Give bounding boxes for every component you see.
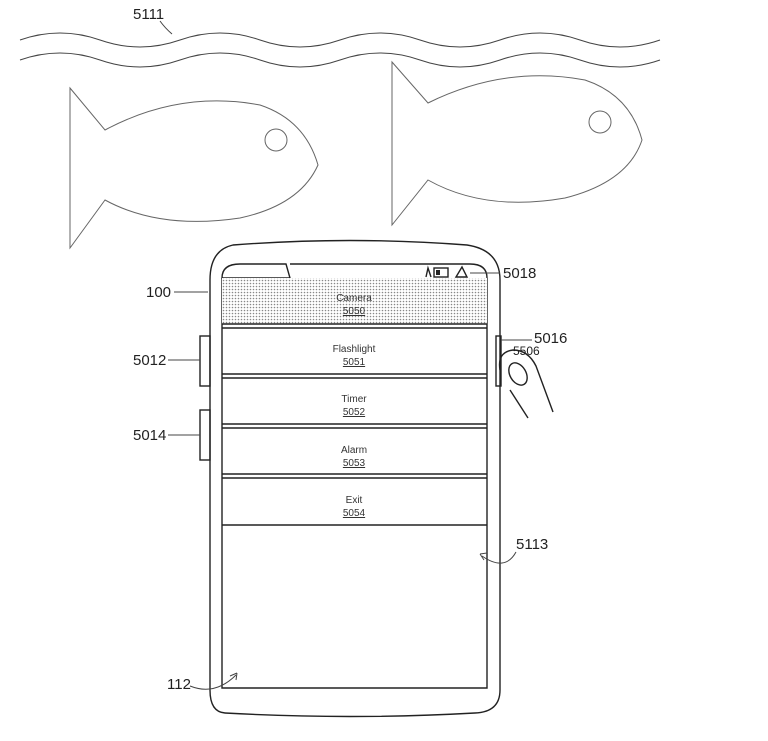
status-bar-icons [425, 265, 469, 278]
ref-label-button-upper: 5012 [133, 352, 166, 369]
menu-item-timer[interactable]: Timer 5052 [341, 394, 367, 418]
button-upper[interactable] [199, 335, 211, 387]
ref-label-device: 100 [146, 284, 171, 301]
menu-item-flashlight[interactable]: Flashlight 5051 [333, 344, 376, 368]
menu-item-alarm[interactable]: Alarm 5053 [341, 445, 367, 469]
finger-icon [498, 349, 554, 419]
menu-item-exit[interactable]: Exit 5054 [343, 495, 366, 519]
menu-item-number: 5051 [343, 357, 366, 368]
menu-item-label: Flashlight [333, 344, 376, 355]
menu-row-highlight [222, 278, 487, 324]
menu-item-label: Exit [346, 495, 363, 506]
ref-label-region: 5113 [516, 536, 548, 553]
leader-display-arrow [229, 672, 238, 681]
leader-region-arrow [479, 552, 488, 561]
ref-label-display: 112 [167, 676, 191, 693]
button-lower[interactable] [199, 409, 211, 461]
signal-icon [454, 265, 469, 278]
leader-region [481, 551, 517, 564]
ref-label-side-button: 5016 [534, 330, 567, 347]
ref-label-button-lower: 5014 [133, 427, 166, 444]
ref-label-contact: 5506 [513, 344, 540, 358]
menu-item-camera[interactable]: Camera 5050 [336, 293, 372, 317]
ref-label-water: 5111 [133, 6, 164, 23]
menu-item-label: Timer [341, 394, 367, 405]
lightning-icon [425, 265, 432, 278]
menu-item-number: 5054 [343, 508, 366, 519]
leader-water [159, 20, 173, 35]
leader-display [189, 674, 237, 690]
menu-item-number: 5052 [343, 407, 366, 418]
menu-list [222, 278, 487, 526]
display-screen [221, 263, 488, 689]
water-surface [19, 32, 661, 68]
menu-item-number: 5050 [343, 306, 366, 317]
menu-item-number: 5053 [343, 458, 366, 469]
fish-right [391, 60, 643, 227]
button-right[interactable] [495, 335, 502, 387]
battery-icon [433, 267, 449, 278]
ref-label-status: 5018 [503, 265, 536, 282]
menu-item-label: Alarm [341, 445, 367, 456]
fish-left-eye [264, 128, 288, 152]
fish-right-eye [588, 110, 612, 134]
fish-left [69, 86, 319, 250]
menu-item-label: Camera [336, 293, 372, 304]
